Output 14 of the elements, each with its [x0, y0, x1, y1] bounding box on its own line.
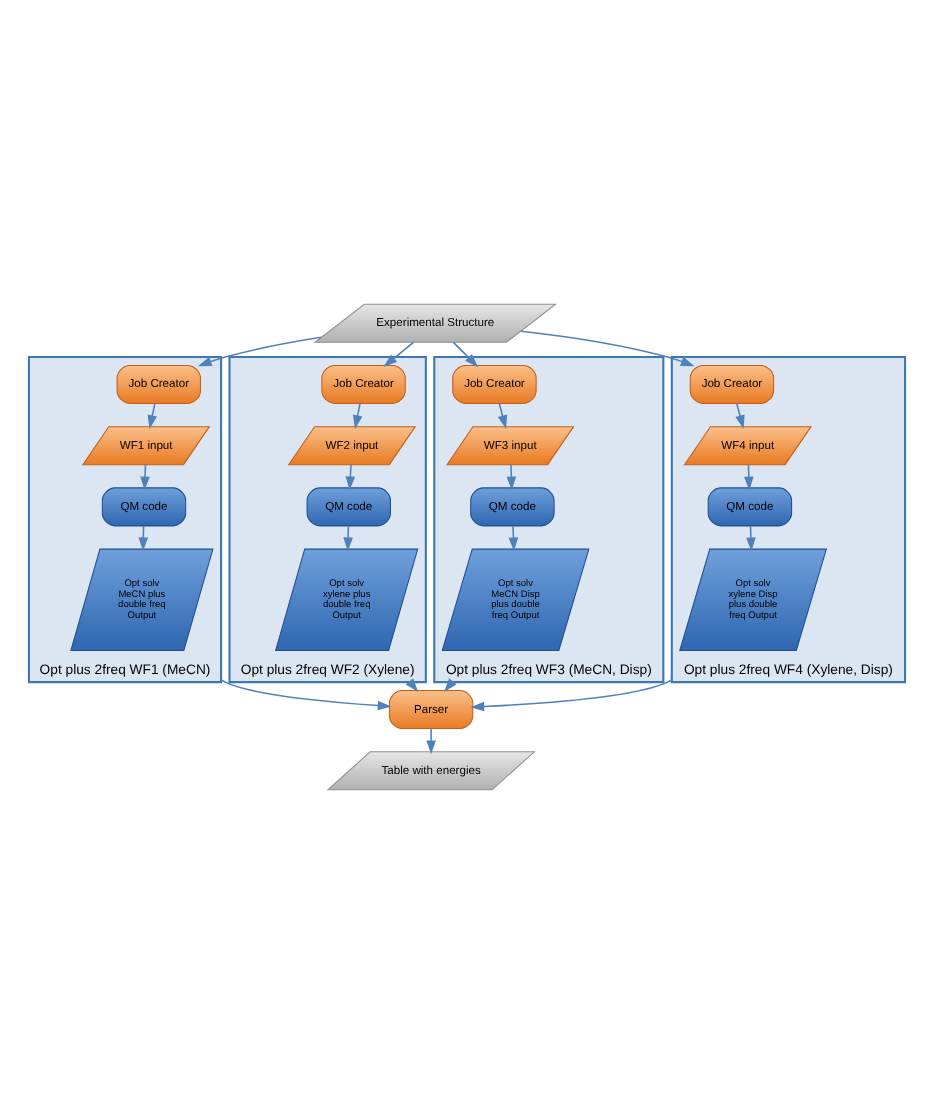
arrow — [735, 402, 745, 429]
arrow — [197, 336, 323, 367]
arrow — [426, 727, 436, 755]
arrow — [508, 525, 519, 552]
arrow — [452, 341, 479, 368]
arrow — [383, 341, 415, 367]
arrow — [343, 525, 353, 552]
arrow — [352, 402, 363, 429]
arrow — [497, 402, 508, 429]
arrow — [470, 679, 673, 712]
arrow — [140, 464, 150, 491]
arrow — [147, 402, 158, 429]
arrow — [506, 464, 517, 491]
arrow — [220, 679, 392, 711]
